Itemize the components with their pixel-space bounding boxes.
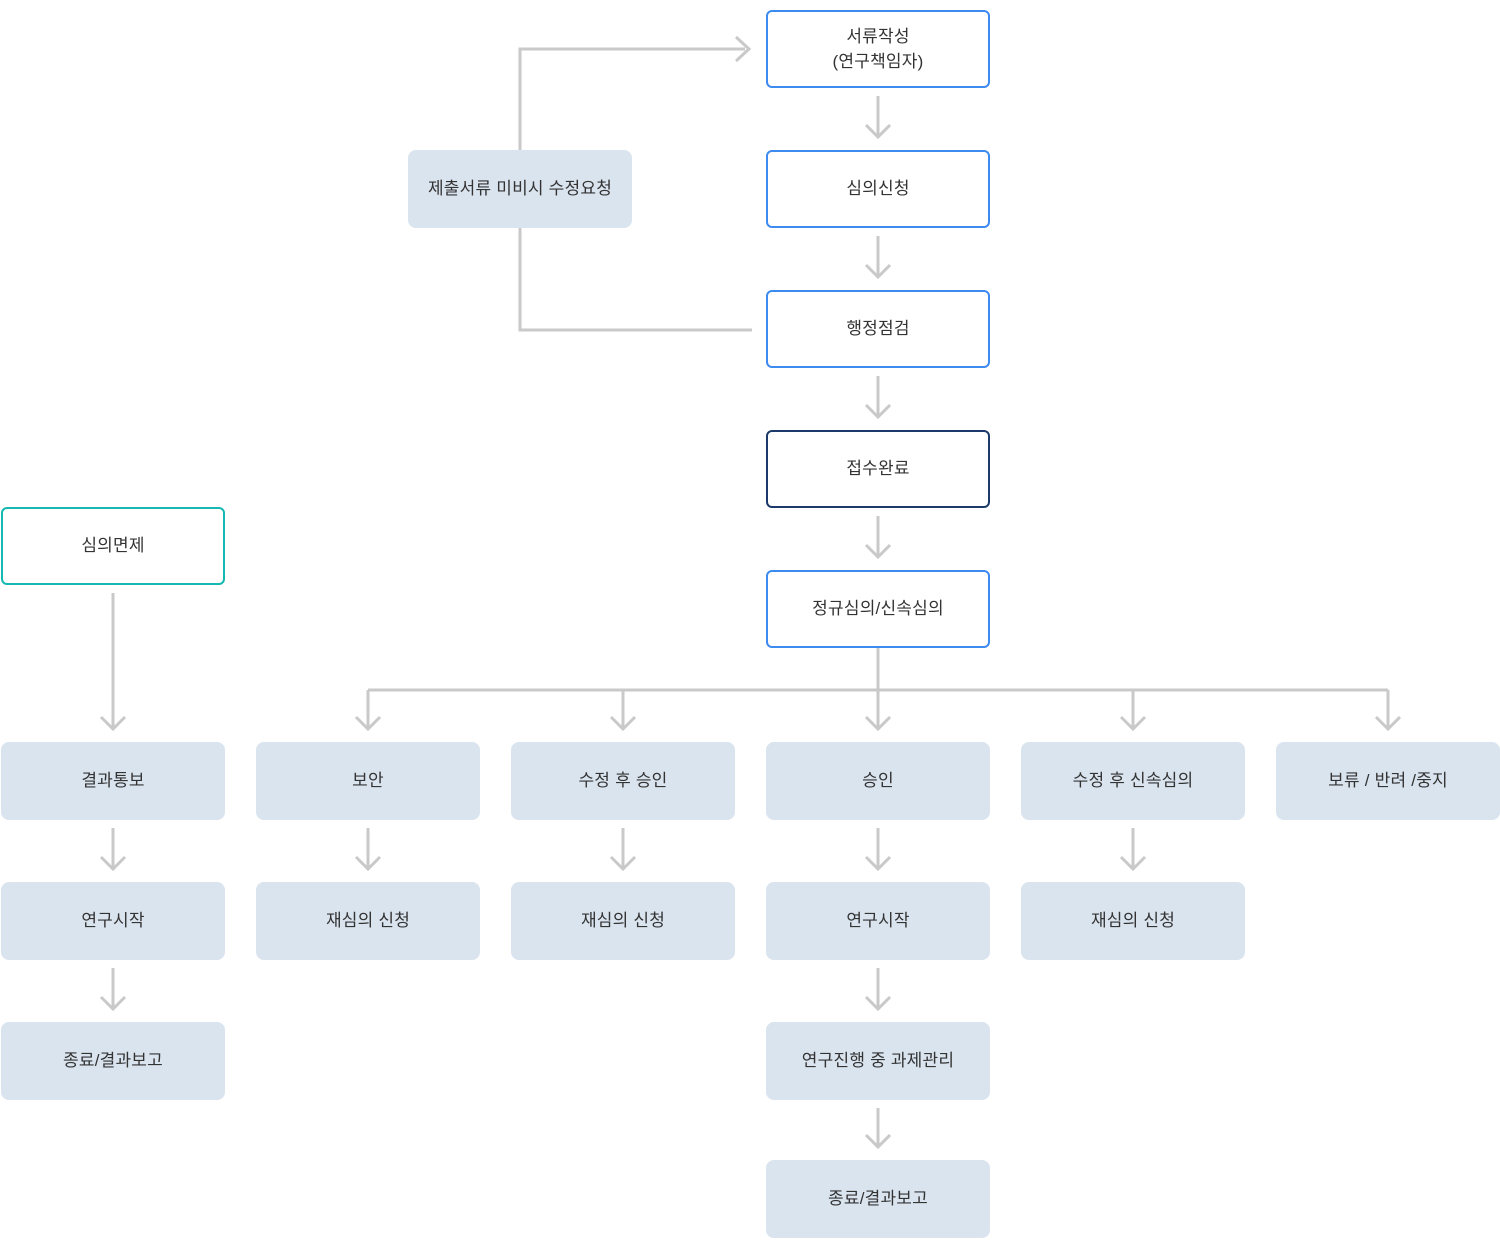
node-approval-after-revision: 수정 후 승인 — [511, 742, 735, 820]
arrowhead-2 — [864, 263, 892, 280]
node-result-notification: 결과통보 — [1, 742, 225, 820]
node-label: 승인 — [862, 771, 894, 791]
node-label: 재심의 신청 — [580, 911, 666, 931]
arrowhead-hold — [1374, 715, 1402, 732]
node-label: 심의면제 — [81, 536, 145, 556]
arrowhead-r2c0 — [99, 995, 127, 1012]
arrowhead-expedited — [1119, 715, 1147, 732]
node-label: 수정 후 승인 — [578, 771, 668, 791]
node-label: 제출서류 미비시 수정요청 — [427, 179, 613, 199]
node-label: 서류작성 — [846, 26, 910, 46]
arrowhead-r2c3 — [864, 995, 892, 1012]
node-label: 수정 후 신속심의 — [1072, 771, 1194, 791]
node-label: 재심의 신청 — [325, 911, 411, 931]
arrowhead-r3c3 — [864, 1133, 892, 1150]
arrowhead-supplement — [354, 715, 382, 732]
node-administrative-check: 행정점검 — [766, 290, 990, 368]
arrowhead-r1c0 — [99, 855, 127, 872]
node-expedited-review-after-revision: 수정 후 신속심의 — [1021, 742, 1245, 820]
node-label: 보류 / 반려 /중지 — [1328, 771, 1448, 791]
node-label: 연구진행 중 과제관리 — [801, 1051, 955, 1071]
node-document-preparation: 서류작성 (연구책임자) — [766, 10, 990, 88]
node-label: 연구시작 — [846, 911, 910, 931]
arrowhead-r1c3 — [864, 855, 892, 872]
node-label: 보안 — [352, 771, 384, 791]
node-label: 심의신청 — [846, 179, 910, 199]
node-label: 종료/결과보고 — [828, 1189, 928, 1209]
arrowhead-approve — [864, 715, 892, 732]
node-label: 접수완료 — [846, 459, 910, 479]
node-revision-request: 제출서류 미비시 수정요청 — [408, 150, 632, 228]
node-reapplication-revision: 재심의 신청 — [511, 882, 735, 960]
arrowhead-1 — [864, 123, 892, 140]
node-reapplication-supplement: 재심의 신청 — [256, 882, 480, 960]
node-end-result-report-approval: 종료/결과보고 — [766, 1160, 990, 1238]
node-research-start-approval: 연구시작 — [766, 882, 990, 960]
node-label: 종료/결과보고 — [63, 1051, 163, 1071]
node-supplement: 보안 — [256, 742, 480, 820]
arrowhead-3 — [864, 403, 892, 420]
arrowhead-exempt — [99, 715, 127, 732]
arrowhead-feedback-right — [734, 35, 752, 63]
node-label: 정규심의/신속심의 — [812, 599, 944, 619]
arrowhead-r1c1 — [354, 855, 382, 872]
node-label: 행정점검 — [846, 319, 910, 339]
node-task-management: 연구진행 중 과제관리 — [766, 1022, 990, 1100]
node-receipt-complete: 접수완료 — [766, 430, 990, 508]
node-approval: 승인 — [766, 742, 990, 820]
node-regular-expedited-review: 정규심의/신속심의 — [766, 570, 990, 648]
node-reapplication-expedited: 재심의 신청 — [1021, 882, 1245, 960]
arrowhead-approve-after-revision — [609, 715, 637, 732]
node-hold-reject-stop: 보류 / 반려 /중지 — [1276, 742, 1500, 820]
arrowhead-4 — [864, 543, 892, 560]
node-review-exemption: 심의면제 — [1, 507, 225, 585]
node-label: 재심의 신청 — [1090, 911, 1176, 931]
node-label: (연구책임자) — [832, 52, 924, 71]
node-end-result-report-exempt: 종료/결과보고 — [1, 1022, 225, 1100]
arrowhead-r1c4 — [1119, 855, 1147, 872]
node-label: 연구시작 — [81, 911, 145, 931]
node-review-application: 심의신청 — [766, 150, 990, 228]
node-research-start-exempt: 연구시작 — [1, 882, 225, 960]
arrowhead-r1c2 — [609, 855, 637, 872]
node-label: 결과통보 — [81, 771, 145, 791]
